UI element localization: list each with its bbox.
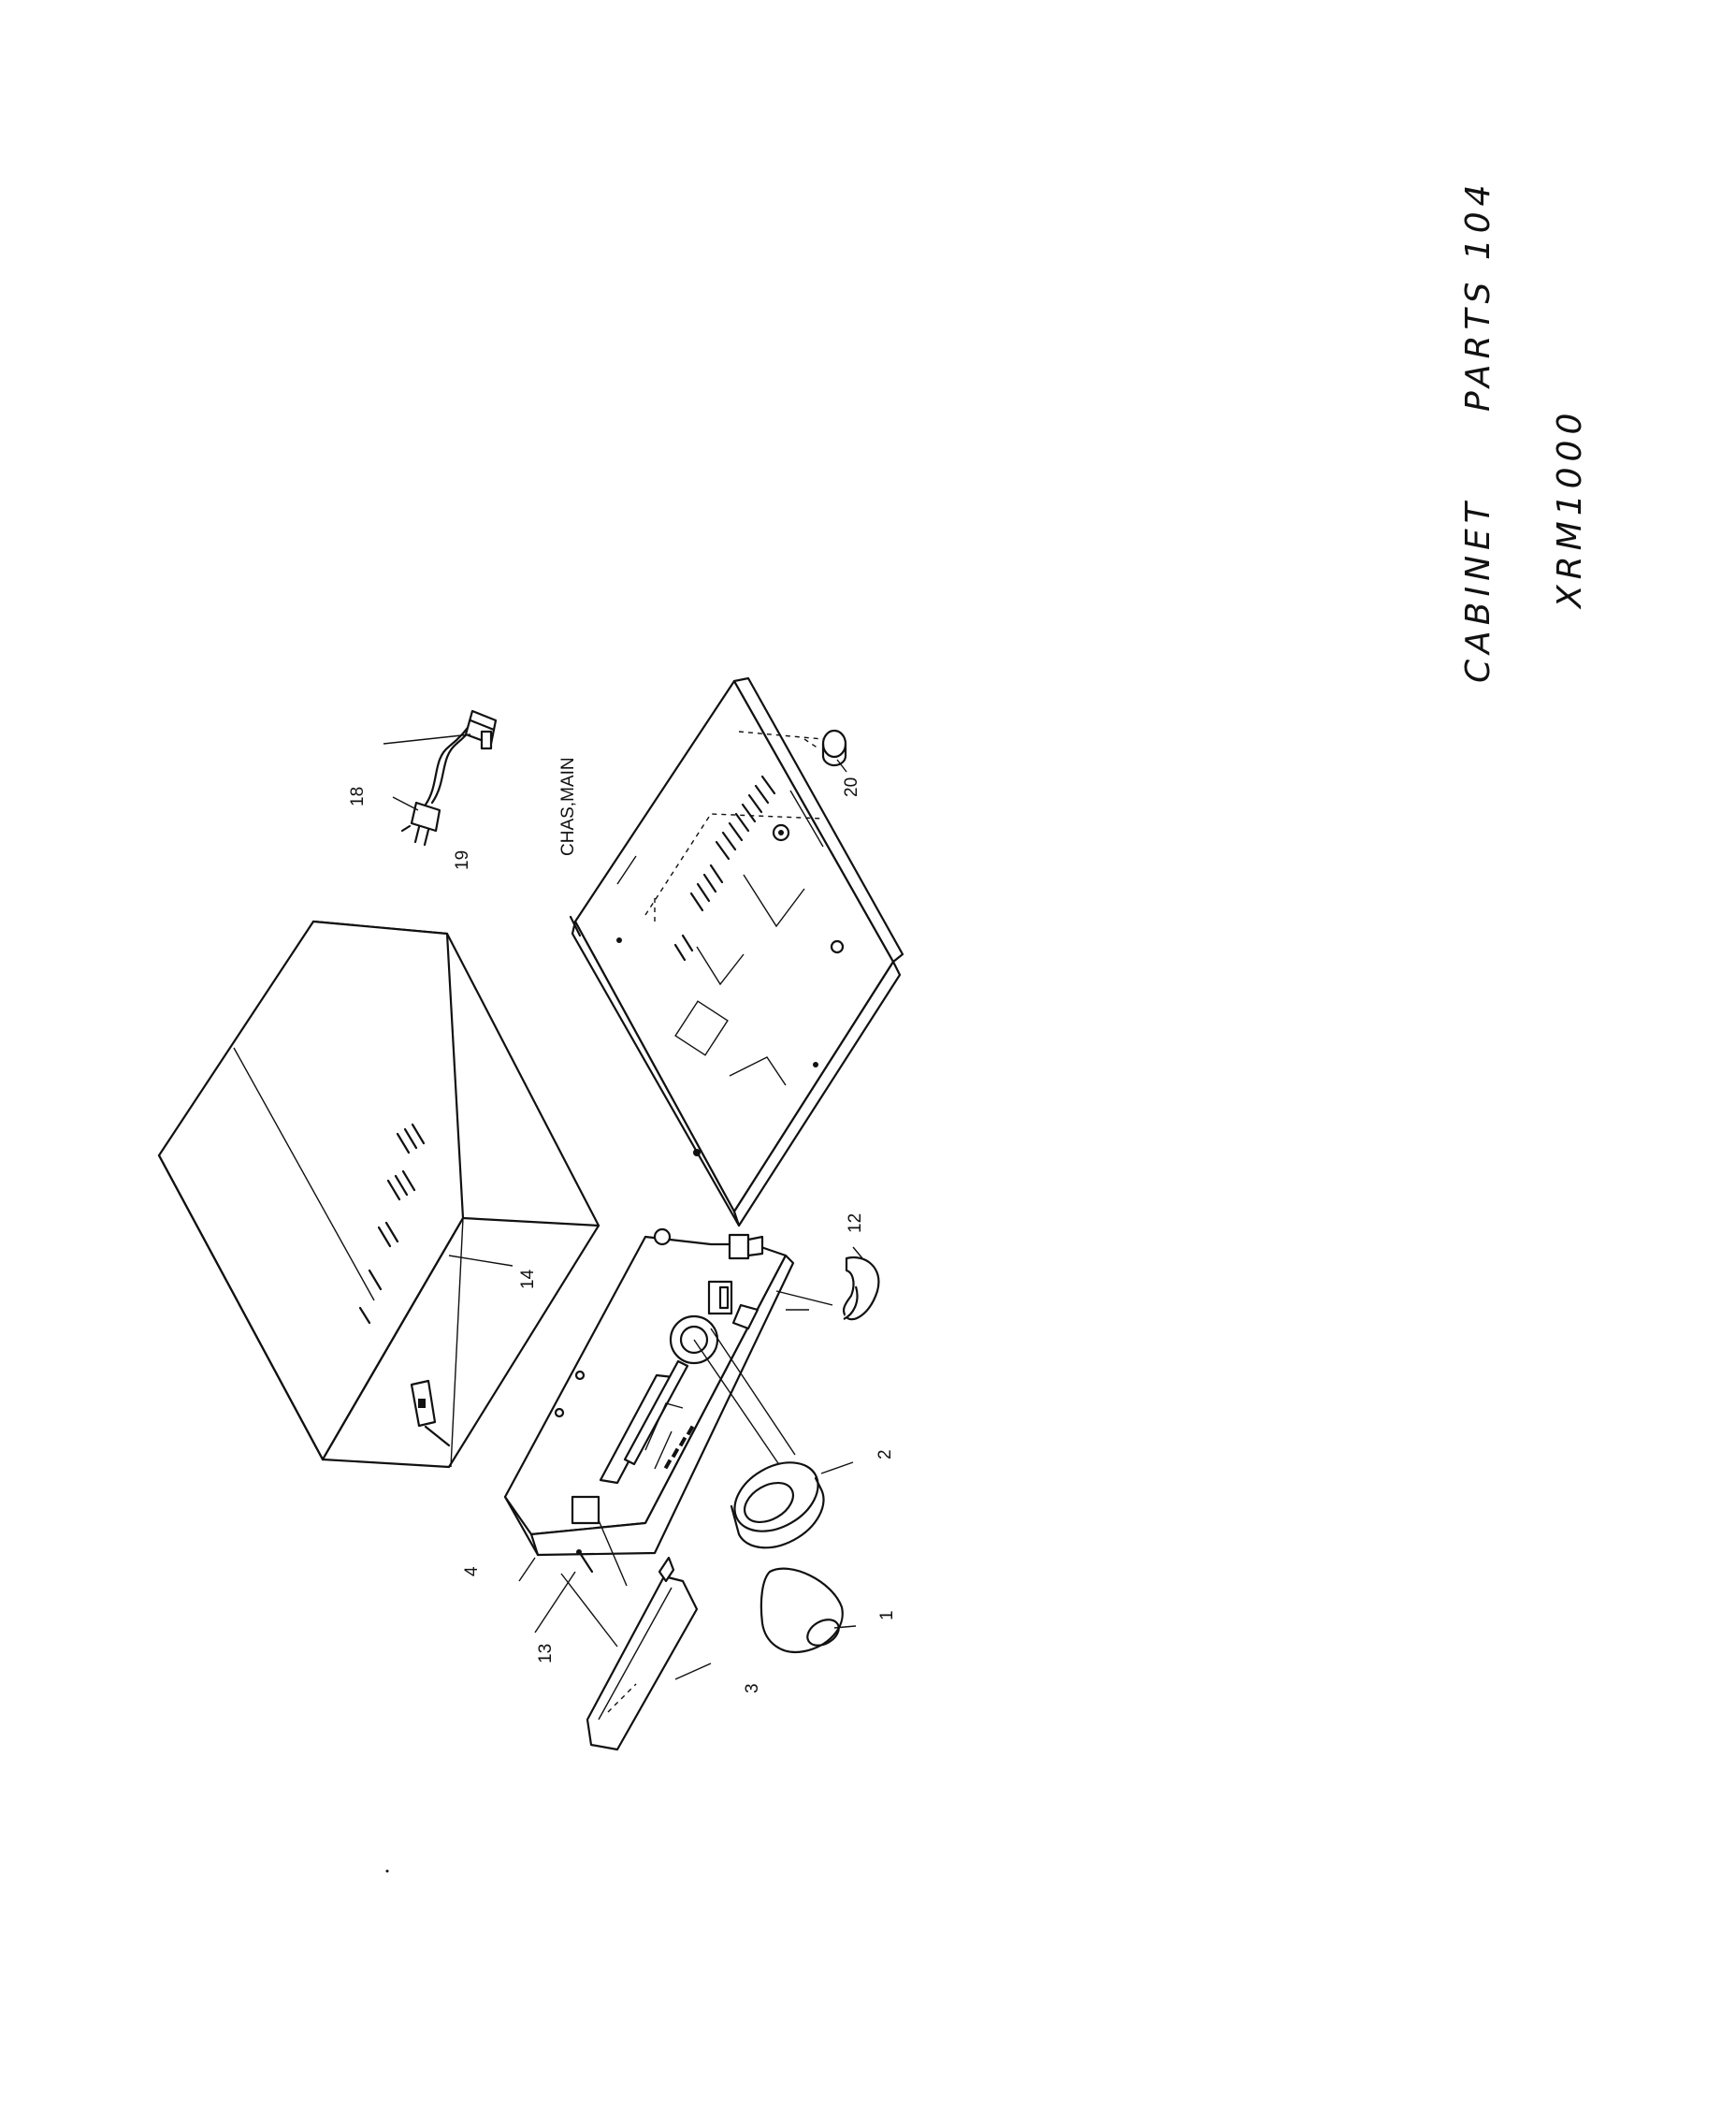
title-cabinet: CABINET — [1459, 497, 1497, 683]
knob-ring-part-2 — [730, 1461, 825, 1549]
callout-13: 13 — [536, 1644, 556, 1663]
bracket-part-12 — [843, 1256, 880, 1321]
callout-20: 20 — [842, 777, 861, 797]
callout-19: 19 — [453, 850, 472, 870]
callout-labels: 4 13 3 1 2 12 14 18 19 CHAS,MAIN 20 — [348, 757, 897, 1693]
callout-chassis-main: CHAS,MAIN — [558, 757, 578, 856]
foot-part-20 — [821, 729, 847, 767]
front-panel — [503, 1227, 833, 1648]
leader-lines — [383, 733, 863, 1680]
callout-12: 12 — [846, 1213, 865, 1233]
power-cord — [400, 709, 498, 847]
screw-part-13 — [576, 1549, 594, 1574]
title-parts-number: PARTS 104 — [1459, 179, 1497, 412]
callout-14: 14 — [518, 1269, 538, 1289]
callout-2: 2 — [875, 1449, 895, 1459]
callout-3: 3 — [743, 1683, 762, 1693]
sheet-title: CABINET PARTS 104 XRM1000 — [1459, 179, 1589, 683]
title-model-number: XRM1000 — [1551, 408, 1589, 610]
cover-vent-slots — [358, 1123, 426, 1325]
knob-part-1 — [760, 1567, 844, 1654]
callout-18: 18 — [348, 787, 368, 806]
door-part-3 — [586, 1556, 699, 1751]
chassis-vent-slots — [673, 775, 776, 962]
cabinet-cover — [157, 920, 600, 1469]
main-chassis — [569, 676, 904, 1227]
speck-mark — [385, 1869, 389, 1873]
panel-buttons — [663, 1425, 695, 1470]
callout-4: 4 — [462, 1566, 482, 1576]
callout-1: 1 — [877, 1610, 897, 1620]
